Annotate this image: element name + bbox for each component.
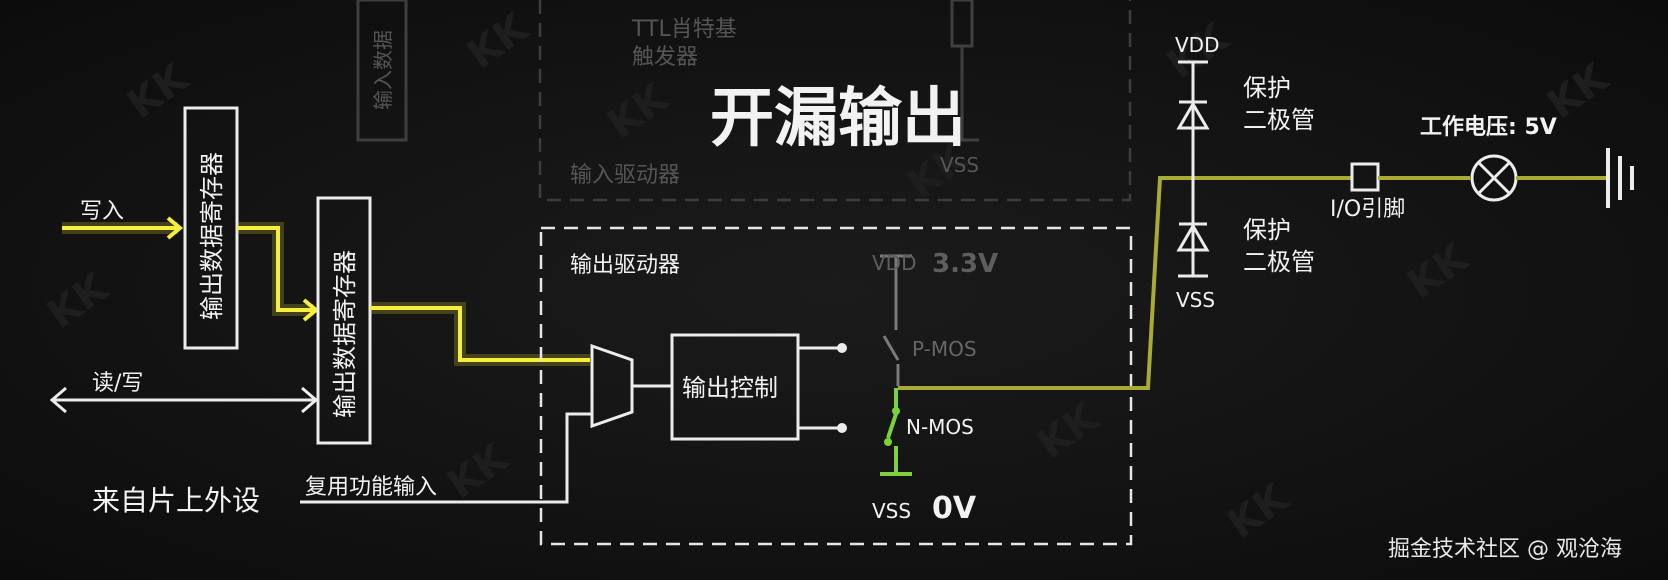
pmos-gate-terminal [837,343,847,353]
pmos-transistor: VDD 3.3V P-MOS [872,249,998,386]
lower-diode-label-line2: 二极管 [1243,248,1315,276]
write-signal-path: 写入 [62,199,184,240]
write-label: 写入 [80,199,124,224]
diagram-title: 开漏输出 [710,82,966,156]
register-to-mux-signal [370,302,590,366]
io-pin [1350,162,1380,192]
alt-function-path: 来自片上外设 复用功能输入 [92,412,592,517]
working-voltage-label: 工作电压: 5V [1420,115,1557,140]
read-write-bus: 读/写 [49,371,319,414]
svg-text:KK: KK [439,434,518,508]
upper-diode-label-line1: 保护 [1243,74,1291,102]
svg-text:KK: KK [1029,394,1108,468]
input-path-dimmed: 输入数据 TTL肖特基 触发器 输入驱动器 VSS [356,0,1132,202]
read-write-label: 读/写 [92,371,143,396]
nmos-transistor: N-MOS VSS 0V [872,388,977,526]
output-data-register-2-label: 输出数据寄存器 [331,250,359,418]
lamp-icon [1470,154,1518,202]
lower-diode-label-line1: 保护 [1243,216,1291,244]
pmos-vdd-voltage: 3.3V [932,249,998,279]
nmos-vss-label: VSS [872,499,911,523]
svg-text:KK: KK [1399,234,1478,308]
lower-diode [1176,223,1210,252]
alt-function-input-label: 复用功能输入 [305,475,437,500]
upper-diode-label-line2: 二极管 [1243,106,1315,134]
output-control-label: 输出控制 [682,374,778,402]
svg-text:KK: KK [599,74,678,148]
protection-vdd-label: VDD [1175,33,1219,57]
ttl-schmitt-label-line1: TTL肖特基 [631,17,737,42]
nmos-gate-terminal [837,423,847,433]
peripheral-source-label: 来自片上外设 [92,484,260,517]
pull-resistor [950,0,974,48]
protection-vss-label: VSS [1176,288,1215,312]
nmos-vss-voltage: 0V [932,491,977,526]
io-pin-label: I/O引脚 [1330,197,1405,222]
ground-icon [1606,148,1634,208]
multiplexer [590,343,634,429]
svg-text:KK: KK [39,264,118,338]
vss-top-label: VSS [940,153,979,177]
output-line [898,176,1352,390]
input-driver-label: 输入驱动器 [570,163,680,188]
ttl-schmitt-label-line2: 触发器 [632,45,698,70]
upper-diode [1176,101,1210,130]
pmos-label: P-MOS [912,337,977,361]
output-data-register-2-box [316,196,372,445]
output-control-box [670,333,800,441]
input-driver-outline [538,0,1132,202]
svg-text:KK: KK [459,4,538,78]
nmos-label: N-MOS [906,415,974,439]
watermark-text: 掘金技术社区 @ 观沧海 [1388,537,1622,562]
register-link-signal [237,222,320,322]
output-driver-label: 输出驱动器 [570,253,680,278]
pmos-vdd-label: VDD [872,251,916,275]
input-data-register-box [356,0,408,142]
svg-text:KK: KK [1219,474,1298,548]
input-data-register-label: 输入数据 [371,30,395,110]
protection-diodes: VDD 保护 二极管 保护 二极管 VSS [1175,33,1315,312]
output-data-register-1-label: 输出数据寄存器 [198,152,226,320]
